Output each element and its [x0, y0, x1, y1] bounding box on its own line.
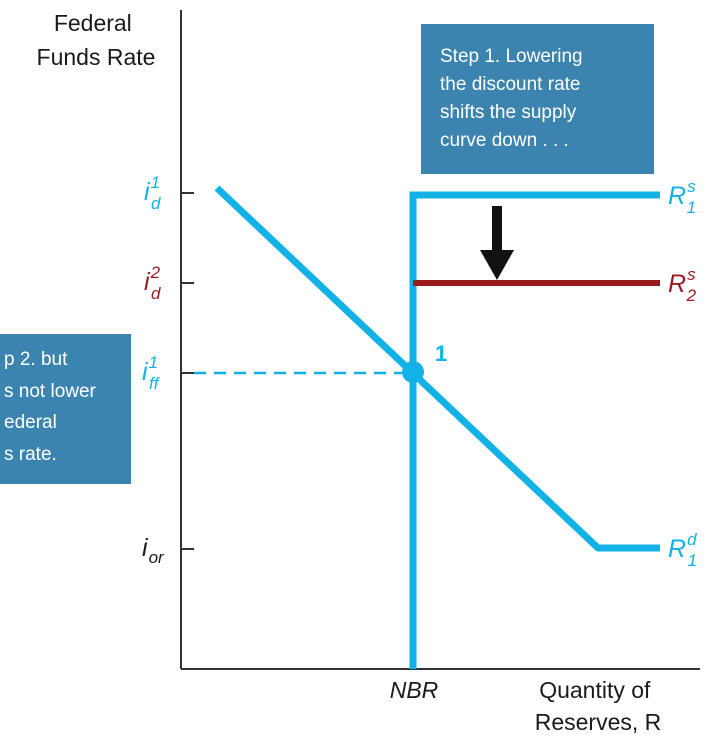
demand-curve-rd1 — [214, 185, 660, 552]
equilibrium-point — [402, 361, 424, 383]
step2-annotation-text: p 2. but s not lower ederal s rate. — [4, 349, 101, 465]
shift-down-arrow — [480, 206, 514, 280]
x-tick-label-nbr: NBR — [390, 677, 439, 703]
step1-annotation-box: Step 1. Lowering the discount rate shift… — [421, 24, 654, 174]
y-label-ior: ior — [142, 534, 165, 567]
step1-annotation-text: Step 1. Lowering the discount rate shift… — [440, 46, 588, 151]
y-axis-title: Federal Funds Rate — [37, 10, 156, 70]
equilibrium-point-label: 1 — [435, 341, 447, 366]
step2-annotation-box: p 2. but s not lower ederal s rate. — [0, 334, 131, 484]
supply-curve-rs1 — [409, 191, 660, 669]
x-axis-title: Quantity of Reserves, R — [535, 677, 662, 735]
